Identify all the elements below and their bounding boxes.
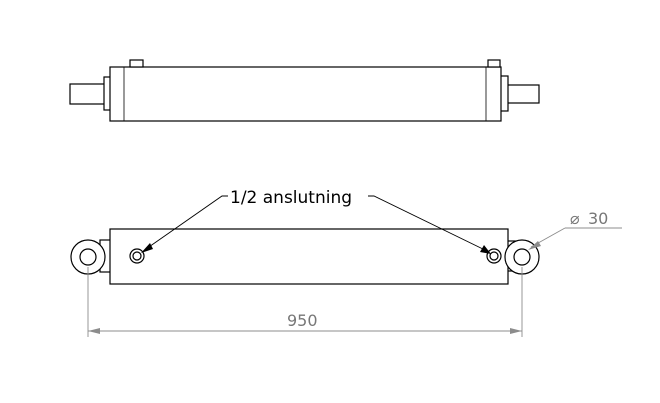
length-arrow-right xyxy=(510,328,522,334)
right-port-leader xyxy=(368,195,488,252)
diameter-leader-arrow xyxy=(528,241,541,250)
right-port-inner xyxy=(489,251,499,261)
port-callout: 1/2 anslutning xyxy=(141,188,491,254)
top-barrel xyxy=(109,66,502,122)
top-left-rod xyxy=(69,83,109,105)
port-callout-label: 1/2 anslutning xyxy=(230,188,352,208)
bottom-view-cylinder xyxy=(70,228,540,285)
top-left-port-boss xyxy=(129,59,144,68)
top-right-port-boss xyxy=(487,59,501,68)
length-value: 950 xyxy=(287,311,318,330)
top-view-cylinder xyxy=(69,59,540,122)
length-dimension: 950 xyxy=(87,267,523,337)
diameter-dimension: ⌀ 30 xyxy=(528,209,622,250)
right-port-outer xyxy=(486,248,502,264)
right-port-leader-arrow xyxy=(480,245,491,254)
bottom-barrel xyxy=(109,228,509,285)
diameter-symbol: ⌀ xyxy=(570,209,580,228)
left-eye-mount-bore xyxy=(79,248,97,266)
left-port-outer xyxy=(129,248,145,264)
left-port-inner xyxy=(132,251,142,261)
left-port-leader-arrow xyxy=(141,243,153,253)
left-port-leader xyxy=(145,195,228,250)
right-eye-mount-bore xyxy=(513,248,531,266)
top-right-rod xyxy=(506,84,540,104)
length-arrow-left xyxy=(88,328,100,334)
diameter-value: 30 xyxy=(588,209,608,228)
